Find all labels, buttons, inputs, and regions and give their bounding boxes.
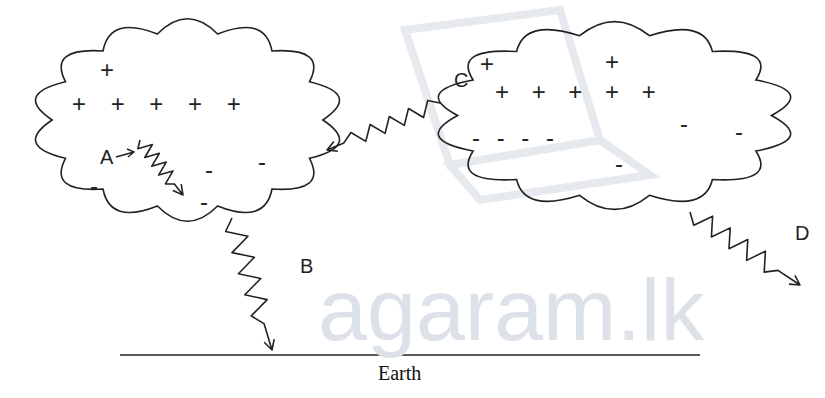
charge-sign: + — [605, 48, 619, 76]
charge-sign: + — [480, 50, 494, 78]
callout-letter: C — [454, 69, 468, 91]
lightning-b — [226, 218, 275, 350]
charge-cloud: + + + + + + - - - - — [30, 15, 345, 225]
charge-sign: - - - - — [472, 124, 554, 152]
lightning-d — [690, 212, 800, 285]
pointer-arrow — [116, 149, 134, 157]
charge-sign: + — [100, 56, 114, 84]
charge-sign: + + + + + — [72, 90, 241, 118]
cloud-outline — [432, 18, 797, 213]
callout-letter: B — [300, 255, 313, 277]
charge-sign: - — [680, 110, 688, 138]
charge-sign: + + + + + — [495, 78, 656, 106]
charge-sign: - — [90, 172, 98, 200]
charge-sign: - — [205, 156, 213, 184]
lightning-a — [138, 140, 183, 195]
charge-sign: - — [615, 150, 623, 178]
charge-sign: - — [258, 148, 266, 176]
callout-letter: A — [100, 146, 113, 168]
lightning-connector — [327, 101, 440, 152]
cloud-outline — [30, 15, 345, 225]
charge-cloud: + ++ + + + + - - - - - - - — [432, 18, 797, 213]
charge-sign: - — [200, 188, 208, 216]
callout-letter: D — [795, 222, 809, 244]
charge-sign: - — [735, 118, 743, 146]
ground-label: Earth — [378, 362, 421, 384]
watermark: agaram.lk — [318, 262, 704, 359]
